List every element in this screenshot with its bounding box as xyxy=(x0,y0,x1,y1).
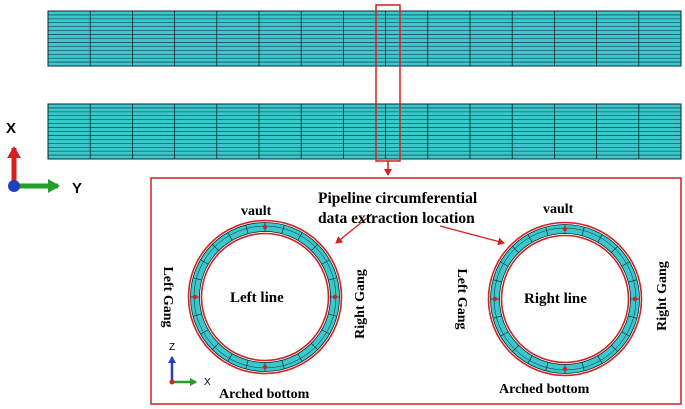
ring-mesh-line xyxy=(527,234,533,243)
inset-axis-x-label: X xyxy=(204,377,211,388)
ring-mesh-line xyxy=(200,329,209,335)
ring-mesh-line xyxy=(492,279,502,283)
extraction-point xyxy=(332,294,338,300)
ring-mesh-line xyxy=(311,244,318,251)
right-line-cross-section xyxy=(487,221,643,377)
extraction-point xyxy=(562,366,568,372)
ring-mesh-line xyxy=(227,232,233,241)
inset-axes-triad: Z X xyxy=(168,342,211,388)
cross-section-inset-frame xyxy=(150,177,682,405)
left-extraction-outer-ring xyxy=(187,219,343,375)
axis-y-label: Y xyxy=(72,180,82,197)
ring-mesh-line xyxy=(597,234,603,243)
ring-mesh-line xyxy=(512,246,519,253)
ring-mesh-line xyxy=(500,331,509,337)
ring-mesh-line xyxy=(281,224,285,234)
ring-mesh-line xyxy=(200,259,209,265)
ring-mesh-line xyxy=(581,226,585,236)
ring-mesh-line xyxy=(245,360,249,370)
ring-mesh-line xyxy=(328,277,338,281)
extraction-point xyxy=(262,224,268,230)
ring-mesh-line xyxy=(545,226,549,236)
right-left-gang-label: Left Gang xyxy=(454,268,469,329)
lower-pipeline-mesh xyxy=(47,103,682,160)
ring-mesh-line xyxy=(321,329,330,335)
inset-axis-z-label: Z xyxy=(169,342,175,353)
right-extraction-outer-ring xyxy=(487,221,643,377)
ring-mesh-line xyxy=(597,355,603,364)
ring-mesh-line xyxy=(621,261,630,267)
left-left-gang-label: Left Gang xyxy=(160,266,175,327)
ring-mesh-line xyxy=(321,259,330,265)
ring-mesh-line xyxy=(297,353,303,362)
left-arched-bottom-label: Arched bottom xyxy=(219,387,310,402)
left-line-label: Left line xyxy=(230,290,284,306)
ring-mesh-line xyxy=(611,345,618,352)
ring-mesh-line xyxy=(328,313,338,317)
right-right-gang-label: Right Gang xyxy=(655,261,670,331)
ring-mesh-line xyxy=(492,315,502,319)
main-axes-triad: X Y xyxy=(6,120,82,197)
left-right-gang-label: Right Gang xyxy=(353,269,368,339)
extraction-point xyxy=(192,294,198,300)
extraction-point xyxy=(562,226,568,232)
ring-mesh-line xyxy=(192,313,202,317)
callout-arrow-left xyxy=(335,213,373,244)
ring-mesh-line xyxy=(581,362,585,372)
ring-mesh-line xyxy=(611,246,618,253)
ring-mesh-line xyxy=(512,345,519,352)
callout-arrow-right xyxy=(439,225,505,246)
ring-mesh-line xyxy=(297,232,303,241)
extraction-point xyxy=(262,364,268,370)
left-line-cross-section xyxy=(187,219,343,375)
callout-line-1: Pipeline circumferential xyxy=(318,190,478,207)
callout-line-2: data extraction location xyxy=(318,210,475,227)
right-extraction-inner-ring xyxy=(500,234,630,364)
ring-mesh-line xyxy=(212,244,219,251)
axis-origin xyxy=(8,180,20,192)
ring-mesh-line xyxy=(628,315,638,319)
ring-mesh-line xyxy=(628,279,638,283)
left-vault-label: vault xyxy=(241,204,272,219)
ring-mesh-line xyxy=(281,360,285,370)
right-line-label: Right line xyxy=(524,291,587,307)
ring-mesh-line xyxy=(212,343,219,350)
right-vault-label: vault xyxy=(543,202,574,217)
ring-mesh-line xyxy=(245,224,249,234)
ring-mesh-line xyxy=(500,261,509,267)
right-arched-bottom-label: Arched bottom xyxy=(499,382,590,397)
ring-mesh-line xyxy=(192,277,202,281)
ring-mesh-line xyxy=(545,362,549,372)
inset-axis-origin xyxy=(169,379,175,385)
ring-mesh-line xyxy=(527,355,533,364)
ring-mesh-line xyxy=(227,353,233,362)
extraction-point xyxy=(492,296,498,302)
left-extraction-inner-ring xyxy=(200,232,330,362)
ring-mesh-line xyxy=(311,343,318,350)
extraction-point xyxy=(632,296,638,302)
ring-mesh-line xyxy=(621,331,630,337)
axis-x-label: X xyxy=(6,120,16,137)
upper-pipeline-mesh xyxy=(47,10,682,67)
